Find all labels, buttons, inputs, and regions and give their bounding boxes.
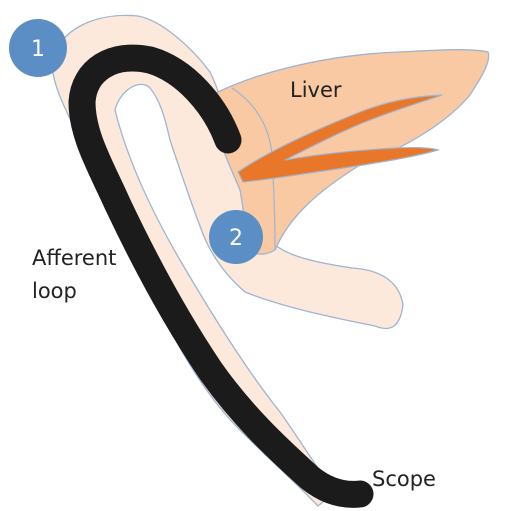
liver-label: Liver [290,78,342,102]
afferent-loop-label-line1: Afferent [32,246,116,270]
scope-label: Scope [372,467,436,491]
marker-2: 2 [209,210,263,264]
marker-1: 1 [9,19,67,77]
marker-1-number: 1 [31,37,45,62]
marker-2-number: 2 [229,226,243,251]
afferent-loop-label-line2: loop [32,279,77,303]
